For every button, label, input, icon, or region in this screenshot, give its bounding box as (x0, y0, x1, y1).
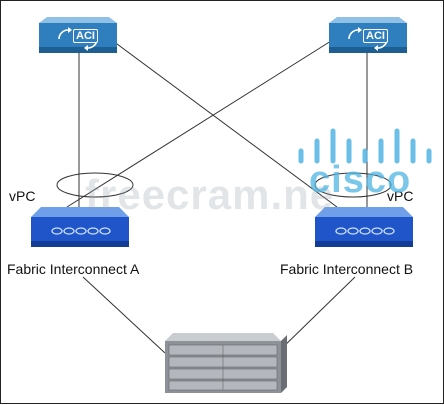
vpc-label-left: vPC (9, 188, 36, 204)
blade-chassis[interactable] (165, 333, 287, 393)
fabric-interconnect-b-label: Fabric Interconnect B (280, 261, 414, 277)
aci-switch-right[interactable] (329, 17, 407, 53)
fabric-interconnect-a[interactable] (31, 207, 129, 247)
link-aciR-fiA (66, 40, 332, 208)
cisco-logo-icon (298, 128, 432, 164)
fabric-wave-icon (335, 227, 395, 235)
vpc-ellipse-left (56, 172, 134, 198)
vpc-ellipse-right (314, 172, 392, 198)
link-fiA-chassis (82, 276, 166, 354)
link-fiB-chassis (276, 276, 356, 354)
vpc-label-right: vPC (387, 188, 414, 204)
aci-label-left: ACI (73, 29, 98, 43)
fabric-interconnect-b[interactable] (315, 207, 413, 247)
link-aciL-fiB (112, 40, 338, 208)
connection-lines (66, 40, 368, 354)
aci-label-right: ACI (363, 29, 388, 43)
fabric-interconnect-a-label: Fabric Interconnect A (7, 261, 140, 277)
fabric-wave-icon (51, 227, 111, 235)
